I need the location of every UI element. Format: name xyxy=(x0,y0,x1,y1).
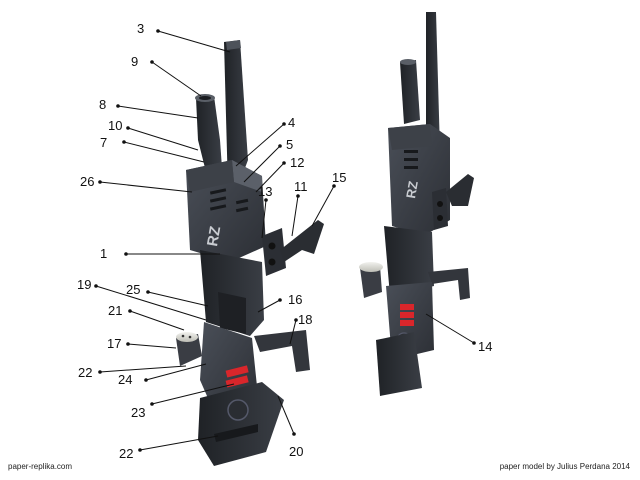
leader-dots xyxy=(94,29,476,452)
callout-24: 25 xyxy=(126,282,140,297)
callout-3: 3 xyxy=(137,21,144,36)
model-logo-side: RZ xyxy=(403,180,421,200)
footer-site: paper-replika.com xyxy=(8,462,73,471)
callout-26: 26 xyxy=(80,174,94,189)
callout-18: 19 xyxy=(77,277,91,292)
rifle-model-front: RZ xyxy=(176,40,324,466)
leader-lines xyxy=(95,30,475,451)
callout-5: 5 xyxy=(286,137,293,152)
callout-12: 13 xyxy=(258,184,272,199)
callout-11: 12 xyxy=(290,155,304,170)
callout-14: 15 xyxy=(332,170,346,185)
rifle-model-side: RZ xyxy=(359,12,474,396)
callout-13: 14 xyxy=(478,339,492,354)
callout-21: 22 xyxy=(78,365,92,380)
callout-8: 9 xyxy=(131,54,138,69)
footer-credit: paper model by Julius Perdana 2014 xyxy=(499,462,630,471)
callout-4: 4 xyxy=(288,115,295,130)
callout-labels: 3 9 8 10 7 4 5 12 26 13 11 15 1 25 19 16… xyxy=(77,21,492,461)
callout-19: 20 xyxy=(289,444,303,459)
callout-23: 23 xyxy=(131,405,145,420)
callout-17: 18 xyxy=(298,312,312,327)
callout-7: 8 xyxy=(99,97,106,112)
callout-1: 1 xyxy=(100,246,107,261)
callout-6: 7 xyxy=(100,135,107,150)
callout-9: 10 xyxy=(108,118,122,133)
callout-22: 22 xyxy=(119,446,133,461)
callout-10: 11 xyxy=(294,179,308,194)
callout-16: 17 xyxy=(107,336,121,351)
callout-25: 24 xyxy=(118,372,132,387)
callout-15: 16 xyxy=(288,292,302,307)
callout-20: 21 xyxy=(108,303,122,318)
model-logo: RZ xyxy=(204,225,224,248)
